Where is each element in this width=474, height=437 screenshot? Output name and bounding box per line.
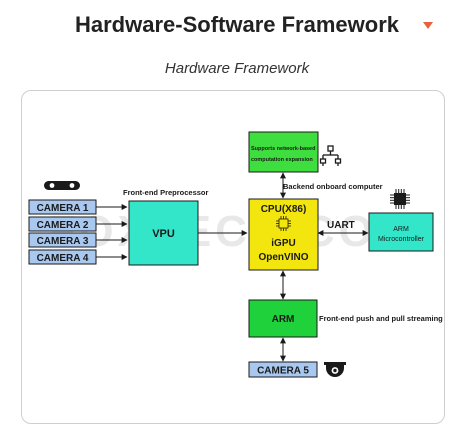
- processor-chip-icon: [390, 189, 410, 209]
- camera-4-box: CAMERA 4: [28, 249, 97, 265]
- diagram-subtitle: Hardware Framework: [164, 60, 310, 77]
- camera-4-label: CAMERA 4: [37, 253, 89, 264]
- uart-label: UART: [327, 220, 355, 231]
- page-title: Hardware-Software Framework: [75, 12, 399, 37]
- camera-2-label: CAMERA 2: [37, 220, 89, 231]
- camera-1-label: CAMERA 1: [37, 203, 89, 214]
- arm-micro-line-2: Microcontroller: [378, 236, 425, 243]
- network-topology-icon: [319, 145, 342, 166]
- camera-1-box: CAMERA 1: [28, 199, 97, 215]
- camera-5-box: CAMERA 5: [248, 361, 318, 378]
- cpu-label: CPU(X86): [261, 204, 307, 215]
- front-end-preprocessor-label: Front-end Preprocessor: [123, 188, 209, 197]
- camera-5-label: CAMERA 5: [257, 366, 309, 377]
- cpu-box: CPU(X86) iGPU OpenVINO: [248, 198, 319, 271]
- camera-3-box: CAMERA 3: [28, 232, 97, 248]
- camera-2-box: CAMERA 2: [28, 216, 97, 232]
- dome-camera-icon: [324, 362, 346, 377]
- watermark: FOXTECH.COM: [48, 207, 417, 256]
- streaming-label: Front-end push and pull streaming: [319, 314, 443, 323]
- chip-icon: [276, 216, 291, 231]
- camera-3-label: CAMERA 3: [37, 236, 89, 247]
- igpu-label: iGPU: [271, 238, 295, 249]
- triangle-down-icon[interactable]: [423, 22, 433, 29]
- network-expansion-line-2: computation expansion: [251, 157, 313, 163]
- arm-microcontroller-box: ARM Microcontroller: [368, 212, 434, 252]
- network-expansion-line-1: Supports network-based: [251, 146, 315, 152]
- framework-diagram: FOXTECH.COM CAMERA 1 CAMERA 2 CAMERA 3 C…: [28, 131, 443, 378]
- arm-box: ARM: [248, 299, 318, 338]
- arm-label: ARM: [272, 314, 295, 325]
- arm-micro-line-1: ARM: [393, 226, 409, 233]
- backend-label: Backend onboard computer: [283, 182, 383, 191]
- network-expansion-box: Supports network-based computation expan…: [248, 131, 319, 173]
- stereo-camera-icon: [44, 181, 80, 190]
- vpu-box: VPU: [128, 200, 199, 266]
- vpu-label: VPU: [152, 228, 175, 240]
- openvino-label: OpenVINO: [258, 252, 308, 263]
- diagram-card: FOXTECH.COM CAMERA 1 CAMERA 2 CAMERA 3 C…: [21, 90, 445, 424]
